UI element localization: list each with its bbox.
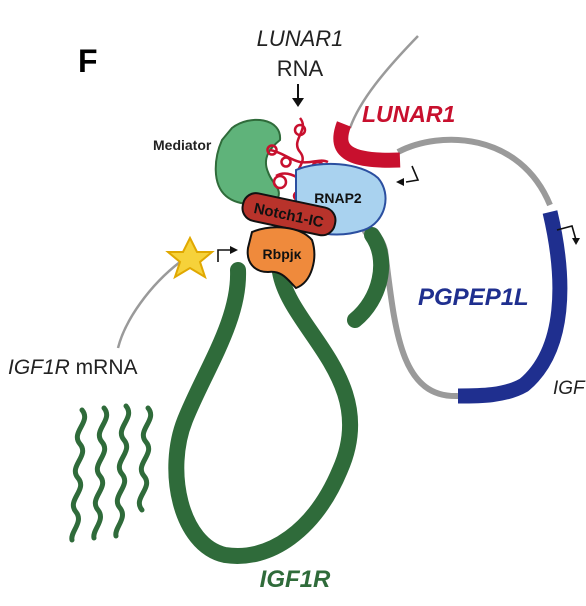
lunar1-gene-label: LUNAR1 bbox=[362, 101, 455, 127]
igf1r-tss-arrow bbox=[217, 246, 238, 262]
igf1r-mrna-suffix: mRNA bbox=[70, 356, 138, 379]
igf1r-mrna-waves bbox=[69, 403, 153, 543]
pgpep1l-gene bbox=[457, 210, 568, 404]
cutoff-label: IGF bbox=[553, 378, 586, 399]
pgpep1l-tss-arrow bbox=[556, 225, 580, 245]
lunar1-gene bbox=[333, 121, 401, 168]
lunar1-rna-label-top: LUNAR1 bbox=[257, 26, 344, 51]
igf1r-mrna-italic: IGF1R bbox=[8, 356, 70, 379]
rna-down-arrow bbox=[292, 84, 304, 107]
activation-star-icon bbox=[165, 235, 215, 280]
rbpj-protein bbox=[246, 226, 316, 290]
mediator-complex bbox=[214, 118, 282, 206]
lunar1-transcript bbox=[348, 35, 419, 129]
lunar1-rna-label-bottom: RNA bbox=[277, 56, 324, 81]
rnap2-label: RNAP2 bbox=[314, 190, 362, 206]
dna-linker-top bbox=[396, 136, 553, 207]
igf1r-gene-loop bbox=[168, 227, 390, 564]
rbpj-label: Rbpjκ bbox=[263, 246, 302, 262]
mediator-label: Mediator bbox=[153, 137, 212, 153]
igf1r-mrna-transcript bbox=[116, 261, 181, 349]
igf1r-gene-label: IGF1R bbox=[260, 566, 331, 593]
panel-label: F bbox=[78, 43, 98, 79]
pgpep1l-label: PGPEP1L bbox=[418, 284, 529, 311]
igf1r-mrna-label: IGF1R mRNA bbox=[8, 356, 138, 379]
lunar1-tss-arrow bbox=[396, 165, 420, 186]
